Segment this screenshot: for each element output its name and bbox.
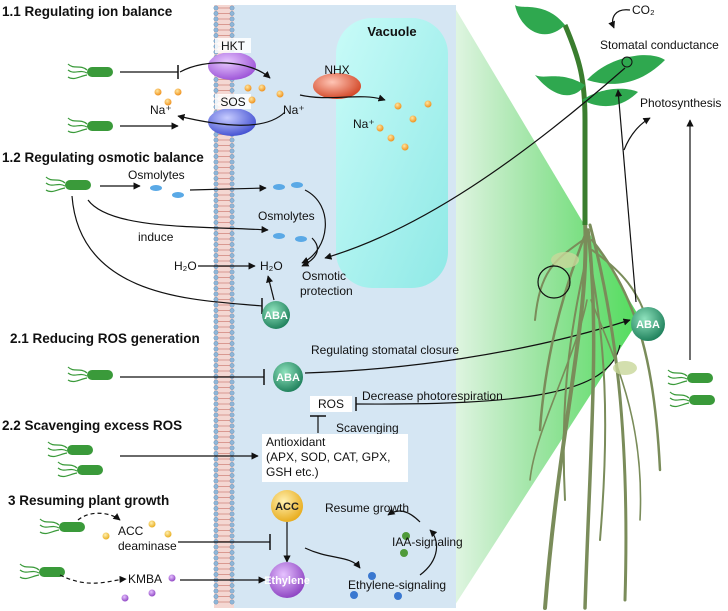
aba-molecule (262, 301, 290, 329)
bacterium-icon (67, 366, 114, 383)
ethylene-molecule (269, 562, 305, 598)
aba-label: ABA (264, 310, 288, 322)
ethylene-label: Ethylene (264, 575, 310, 587)
nhx-sequestration-arrow (299, 94, 386, 102)
acc-deaminase-line1: ACC (118, 524, 144, 538)
aba-to-water-arrow (266, 275, 275, 301)
osmolyte-to-water-arrow (301, 189, 326, 264)
co2-label: CO₂ (632, 3, 655, 17)
acc-deaminase-arrow (77, 512, 121, 521)
ros-box (310, 396, 352, 412)
nhx-transporter (313, 73, 361, 99)
bacterium-icon (45, 176, 92, 193)
bacterium-icon (47, 441, 94, 458)
plant-left-leaf (535, 75, 585, 96)
bacterium-icon (67, 117, 114, 134)
bacterium-icon (667, 369, 714, 386)
acc-molecule (271, 490, 303, 522)
plant-top-leaf (515, 5, 565, 35)
antioxidant-box (262, 434, 408, 482)
induce-label: induce (138, 230, 174, 244)
hkt-transporter (208, 52, 256, 80)
closure-arrow (304, 318, 631, 374)
sos-transporter (208, 108, 256, 136)
osmolyte-molecules (150, 182, 307, 242)
water-label-inside: H₂O (260, 259, 283, 273)
heading-osmotic-balance: 1.2 Regulating osmotic balance (2, 150, 204, 165)
acc-pill-label: ACC (275, 501, 299, 513)
to-photosynthesis-arrow (623, 117, 651, 151)
heading-resuming-growth: 3 Resuming plant growth (8, 493, 169, 508)
regulating-closure-label: Regulating stomatal closure (311, 343, 459, 357)
ethylene-signaling-label: Ethylene-signaling (348, 578, 446, 592)
bacterium-icon (19, 563, 66, 580)
sodium-label-cytoplasm: Na⁺ (283, 103, 305, 117)
kmba-arrow (59, 574, 127, 584)
water-label-outside: H₂O (174, 259, 197, 273)
antioxidant-line2: (APX, SOD, CAT, GPX, (266, 450, 390, 464)
ros-label: ROS (318, 397, 344, 411)
acc-deaminase-line2: deaminase (118, 539, 177, 553)
osmotic-protection-line2: protection (300, 284, 353, 298)
aba-ros-label: ABA (276, 372, 300, 384)
antioxidant-line3: GSH etc.) (266, 465, 319, 479)
photorespiration-line (355, 344, 621, 405)
sos-label: SOS (220, 95, 245, 109)
co2-arrow (608, 9, 631, 29)
aba-inhibit-line (71, 195, 263, 307)
kmba-small-molecules (121, 574, 176, 602)
resume-growth-label: Resume growth (325, 501, 409, 515)
aba-ros-molecule (273, 362, 303, 392)
stoma-icon (621, 56, 633, 68)
sodium-label-vacuole: Na⁺ (353, 117, 375, 131)
plant-stem (562, 24, 588, 225)
signal-molecules (350, 532, 410, 600)
root-zoom-circle (537, 265, 571, 299)
plant-root-hairs (551, 252, 637, 375)
sodium-ions (154, 84, 432, 151)
sodium-label-outside: Na⁺ (150, 103, 172, 117)
bacterium-icon (57, 461, 104, 478)
decrease-photorespiration-label: Decrease photorespiration (362, 389, 503, 403)
magnification-beam (455, 8, 640, 605)
osmolytes-label-outside: Osmolytes (128, 168, 185, 182)
osmolyte2-to-water-arrow (301, 237, 319, 267)
aba-root-label: ABA (636, 319, 660, 331)
osmolytes-label-inside: Osmolytes (258, 209, 315, 223)
ethylene-signaling-arrow (304, 547, 361, 569)
resume-arrow (387, 508, 421, 523)
scavenging-label: Scavenging (336, 421, 399, 435)
iaa-arrow (419, 529, 438, 576)
stomatal-conductance-label: Stomatal conductance (600, 38, 719, 52)
antioxidant-line1: Antioxidant (266, 435, 326, 449)
nhx-label: NHX (324, 63, 349, 77)
plant-right-leaf (587, 55, 665, 84)
acc-small-molecules (102, 520, 172, 540)
bacterium-icon (39, 518, 86, 535)
aba-root-molecule (631, 307, 665, 341)
sos-efflux-arrow (177, 111, 286, 126)
iaa-signaling-label: IAA-signaling (392, 535, 463, 549)
kmba-label: KMBA (128, 572, 162, 586)
bacterium-icon (67, 63, 114, 80)
hkt-influx-arrow (179, 62, 271, 79)
heading-ion-balance: 1.1 Regulating ion balance (2, 4, 173, 19)
heading-scavenging-ros: 2.2 Scavenging excess ROS (2, 418, 182, 433)
bacterium-icon (669, 391, 716, 408)
osmolyte-uptake-arrow (189, 184, 267, 192)
aba-to-stomata-arrow (614, 89, 637, 303)
vacuole (336, 18, 448, 288)
vacuole-label: Vacuole (367, 24, 416, 39)
induce-arrow (87, 199, 269, 234)
osmotic-to-stomata-arrow (324, 67, 626, 260)
photosynthesis-label: Photosynthesis (640, 96, 721, 110)
hkt-label: HKT (221, 39, 246, 53)
osmotic-protection-line1: Osmotic (302, 269, 346, 283)
heading-reducing-ros: 2.1 Reducing ROS generation (10, 331, 200, 346)
